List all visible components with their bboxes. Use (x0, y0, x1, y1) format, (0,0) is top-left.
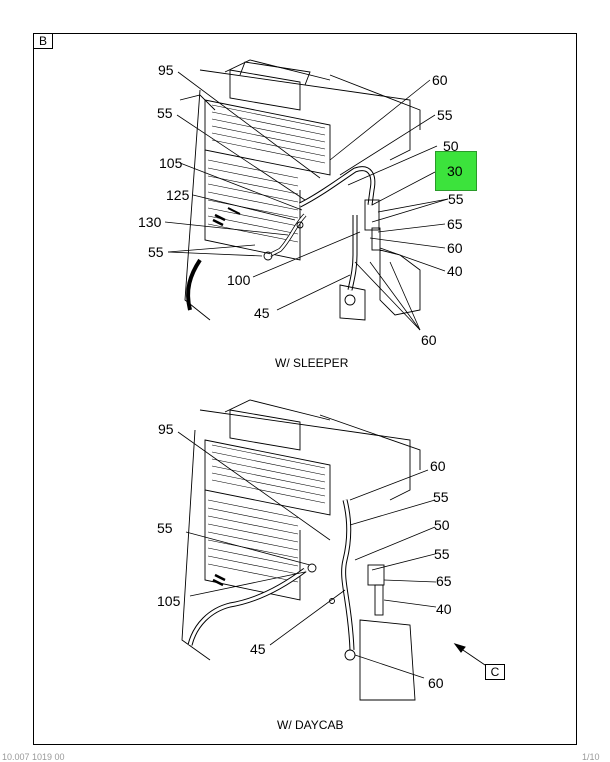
callout-50: 50 (443, 138, 459, 154)
callout-45: 45 (254, 305, 270, 321)
callout-95: 95 (158, 62, 174, 78)
callout-105: 105 (157, 593, 181, 609)
callout-40: 40 (436, 601, 452, 617)
callout-55: 55 (434, 546, 450, 562)
footer-doc-number: 10.007 1019 00 (2, 752, 65, 762)
callout-60: 60 (430, 458, 446, 474)
callout-55: 55 (433, 489, 449, 505)
daycab-leader-lines (177, 431, 437, 679)
view-label-b: B (33, 33, 53, 49)
view-label-c: C (485, 664, 505, 680)
view-arrow (453, 643, 486, 666)
callout-50: 50 (434, 517, 450, 533)
callout-55: 55 (148, 244, 164, 260)
callout-55: 55 (157, 520, 173, 536)
callout-60: 60 (432, 72, 448, 88)
callout-40: 40 (447, 263, 463, 279)
callout-125: 125 (166, 187, 190, 203)
caption-daycab: W/ DAYCAB (277, 718, 344, 732)
callout-30: 30 (447, 163, 463, 179)
callout-60: 60 (428, 675, 444, 691)
sleeper-leader-lines (164, 71, 449, 331)
caption-sleeper: W/ SLEEPER (275, 356, 349, 370)
callout-60: 60 (421, 332, 437, 348)
callout-65: 65 (447, 216, 463, 232)
callout-45: 45 (250, 641, 266, 657)
highlighted-callout-box (435, 151, 477, 191)
callout-55: 55 (437, 107, 453, 123)
callout-130: 130 (138, 214, 162, 230)
daycab-assembly (181, 399, 421, 701)
callout-95: 95 (158, 421, 174, 437)
diagram-frame (33, 33, 577, 745)
callout-55: 55 (448, 191, 464, 207)
callout-65: 65 (436, 573, 452, 589)
callout-60: 60 (447, 240, 463, 256)
callout-100: 100 (227, 272, 251, 288)
callout-55: 55 (157, 105, 173, 121)
footer-page-number: 1/10 (582, 752, 600, 762)
callout-105: 105 (159, 155, 183, 171)
